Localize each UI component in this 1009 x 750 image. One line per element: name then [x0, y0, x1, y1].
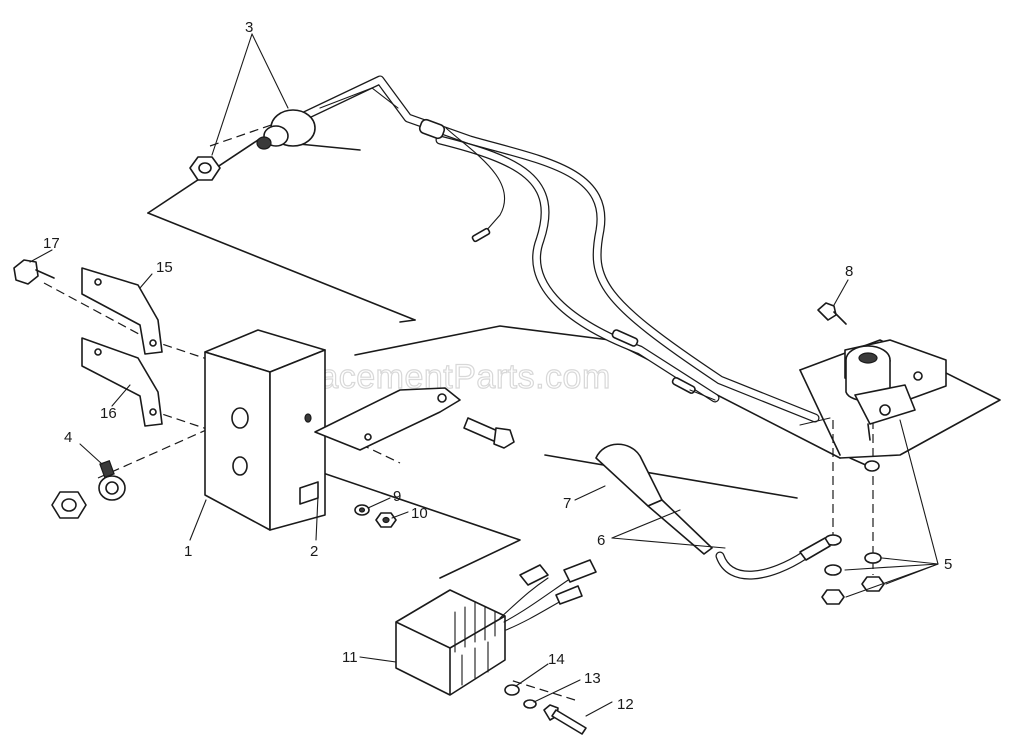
- part-1-mounting-box: [204, 329, 326, 531]
- part-13-washer: [523, 699, 537, 709]
- part-4-lock-washer: [98, 459, 126, 501]
- callout-17: 17: [43, 235, 60, 252]
- callout-1: 1: [184, 543, 192, 560]
- part-9-washer: [354, 504, 370, 516]
- callout-5: 5: [944, 556, 952, 573]
- callout-15: 15: [156, 259, 173, 276]
- part-3-switch: [189, 109, 316, 181]
- callout-4: 4: [64, 429, 72, 446]
- callout-6: 6: [597, 532, 605, 549]
- callout-14: 14: [548, 651, 565, 668]
- nut: [51, 491, 87, 519]
- part-15-bracket: [81, 267, 163, 355]
- mounting-plate: [314, 387, 461, 451]
- callout-11: 11: [342, 649, 358, 666]
- solenoid: [799, 339, 947, 441]
- part-10-nut: [375, 512, 397, 528]
- leader-lines: [29, 33, 939, 717]
- rectifier-wires: [499, 559, 597, 631]
- part-6-cable: [715, 537, 831, 580]
- part-7-knob: [595, 443, 713, 555]
- callout-numbers: 3 17 15 8 16 4 9 10 7 1 2 6 5 11 14 13 1…: [43, 19, 952, 713]
- callout-16: 16: [100, 405, 117, 422]
- callout-3: 3: [245, 19, 253, 36]
- plate-bolt: [463, 417, 515, 449]
- callout-13: 13: [584, 670, 601, 687]
- callout-10: 10: [411, 505, 428, 522]
- part-12-bolt: [543, 704, 587, 735]
- assembly-guide-lines: [43, 121, 1001, 701]
- callout-8: 8: [845, 263, 853, 280]
- part-5-hardware: [821, 534, 885, 605]
- callout-12: 12: [617, 696, 634, 713]
- part-8-bolt: [817, 302, 847, 325]
- part-14-washer: [504, 684, 520, 696]
- callout-2: 2: [310, 543, 318, 560]
- wiring-harness: [295, 75, 820, 423]
- solenoid-bolt: [849, 457, 880, 472]
- part-16-bracket: [81, 337, 163, 427]
- part-11-rectifier: [395, 589, 506, 696]
- callout-7: 7: [563, 495, 571, 512]
- part-17-bolt: [13, 259, 55, 285]
- callout-9: 9: [393, 488, 401, 505]
